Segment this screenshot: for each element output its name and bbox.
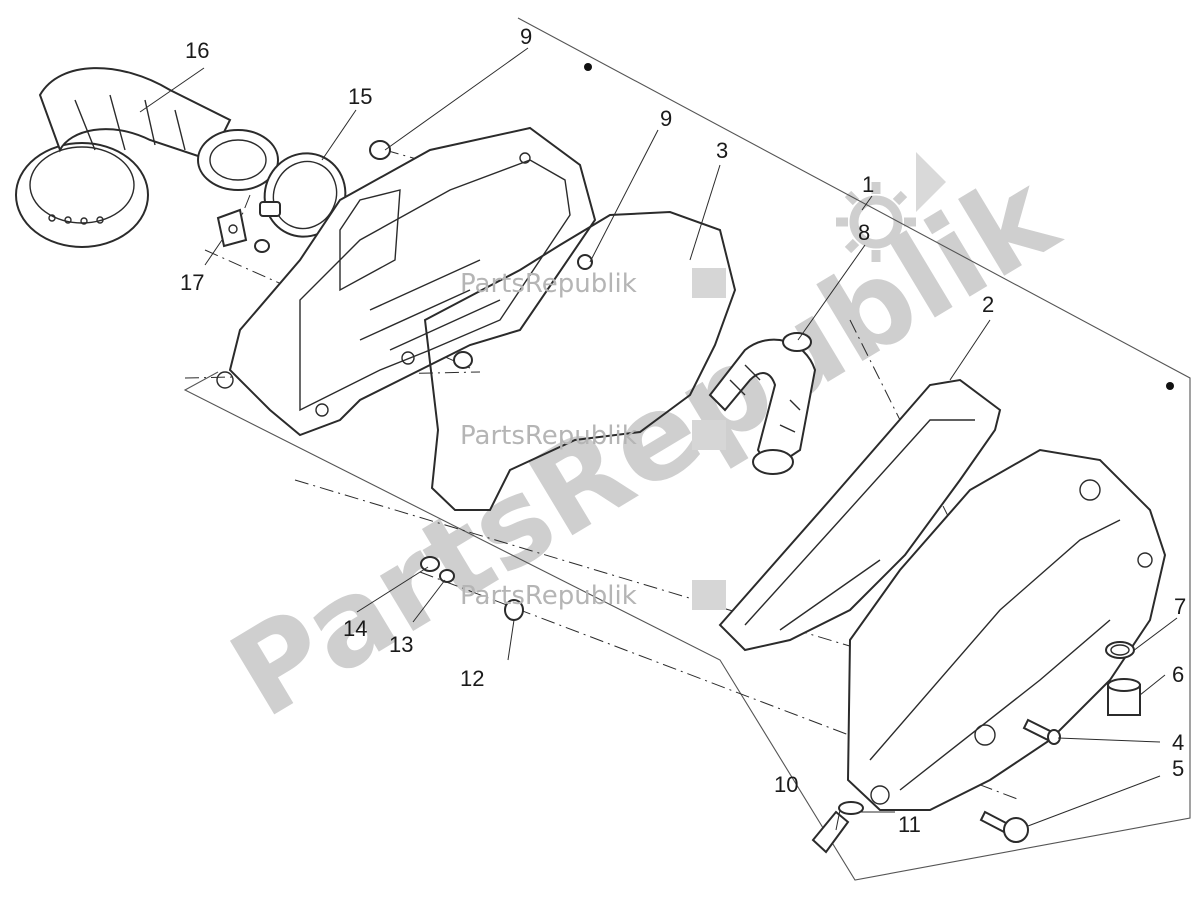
part-11-clip	[838, 801, 864, 815]
callout-10: 10	[774, 772, 798, 797]
leader-lines	[139, 47, 1178, 831]
callout-2: 2	[982, 292, 994, 317]
callout-14: 14	[343, 616, 367, 641]
part-13-washer	[439, 569, 455, 583]
assembly-frame	[183, 17, 1191, 881]
part-8-intake-elbow	[708, 332, 817, 475]
callout-4: 4	[1172, 730, 1184, 755]
part-3-gasket	[423, 210, 737, 511]
part-7-clamp	[1105, 641, 1135, 659]
callout-labels: 1 2 3 4 5 6 7 8 9 9 10 11 12 13 14 15 16…	[180, 24, 1186, 837]
watermark-small-2: PartsRepublik	[460, 420, 726, 451]
callout-6: 6	[1172, 662, 1184, 687]
callout-15: 15	[348, 84, 372, 109]
part-4-screw	[1022, 718, 1061, 745]
svg-text:PartsRepublik: PartsRepublik	[460, 581, 637, 611]
part-5-drain-screw	[979, 810, 1029, 843]
part-airbox-housing	[216, 126, 597, 437]
callout-7: 7	[1174, 594, 1186, 619]
callout-17: 17	[180, 270, 204, 295]
callout-13: 13	[389, 632, 413, 657]
callout-9-right: 9	[660, 106, 672, 131]
callout-9-left: 9	[520, 24, 532, 49]
svg-text:PartsRepublik: PartsRepublik	[460, 269, 637, 299]
callout-5: 5	[1172, 756, 1184, 781]
part-1-airbox-cover	[846, 448, 1167, 811]
callout-3: 3	[716, 138, 728, 163]
callout-16: 16	[185, 38, 209, 63]
callout-8: 8	[858, 220, 870, 245]
part-16-intake-duct	[15, 67, 279, 248]
watermark-small-1: PartsRepublik	[460, 268, 726, 299]
reference-dot-right	[1166, 382, 1174, 390]
svg-text:PartsRepublik: PartsRepublik	[460, 421, 637, 451]
part-2-filter-element	[718, 378, 1002, 652]
watermark-gear-icon	[836, 152, 946, 262]
callout-11: 11	[898, 812, 921, 837]
part-14-washer	[420, 556, 440, 572]
part-17-clip	[216, 208, 270, 253]
part-9-grommet-upper	[369, 140, 593, 369]
watermark-small-3: PartsRepublik	[460, 580, 726, 611]
callout-1: 1	[862, 172, 874, 197]
callout-12: 12	[460, 666, 484, 691]
reference-dot-upper	[584, 63, 592, 71]
part-10-drain-tube	[811, 810, 850, 854]
part-6-cap	[1107, 678, 1141, 716]
